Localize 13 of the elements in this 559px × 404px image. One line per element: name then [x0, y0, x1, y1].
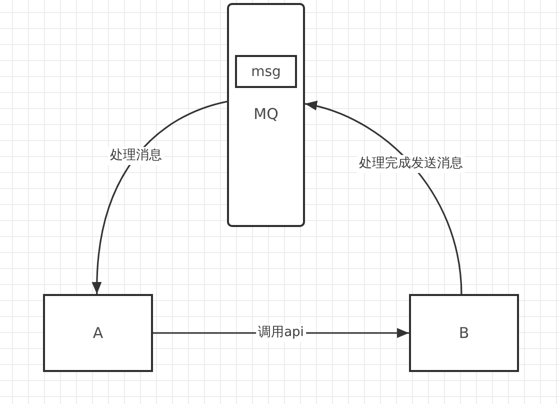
node-label: msg — [251, 62, 281, 80]
arrow — [92, 100, 228, 294]
queue-box — [227, 3, 305, 227]
arrow — [304, 101, 462, 294]
process-box — [43, 294, 153, 372]
process-box — [409, 294, 519, 372]
node-label: MQ — [254, 105, 278, 123]
node-label: B — [458, 324, 470, 342]
edge-label: 调用api — [256, 324, 306, 342]
edge-label: 处理消息 — [108, 147, 164, 166]
message-box — [235, 55, 297, 88]
edge-label: 处理完成发送消息 — [357, 155, 466, 174]
node-label: A — [92, 324, 104, 342]
